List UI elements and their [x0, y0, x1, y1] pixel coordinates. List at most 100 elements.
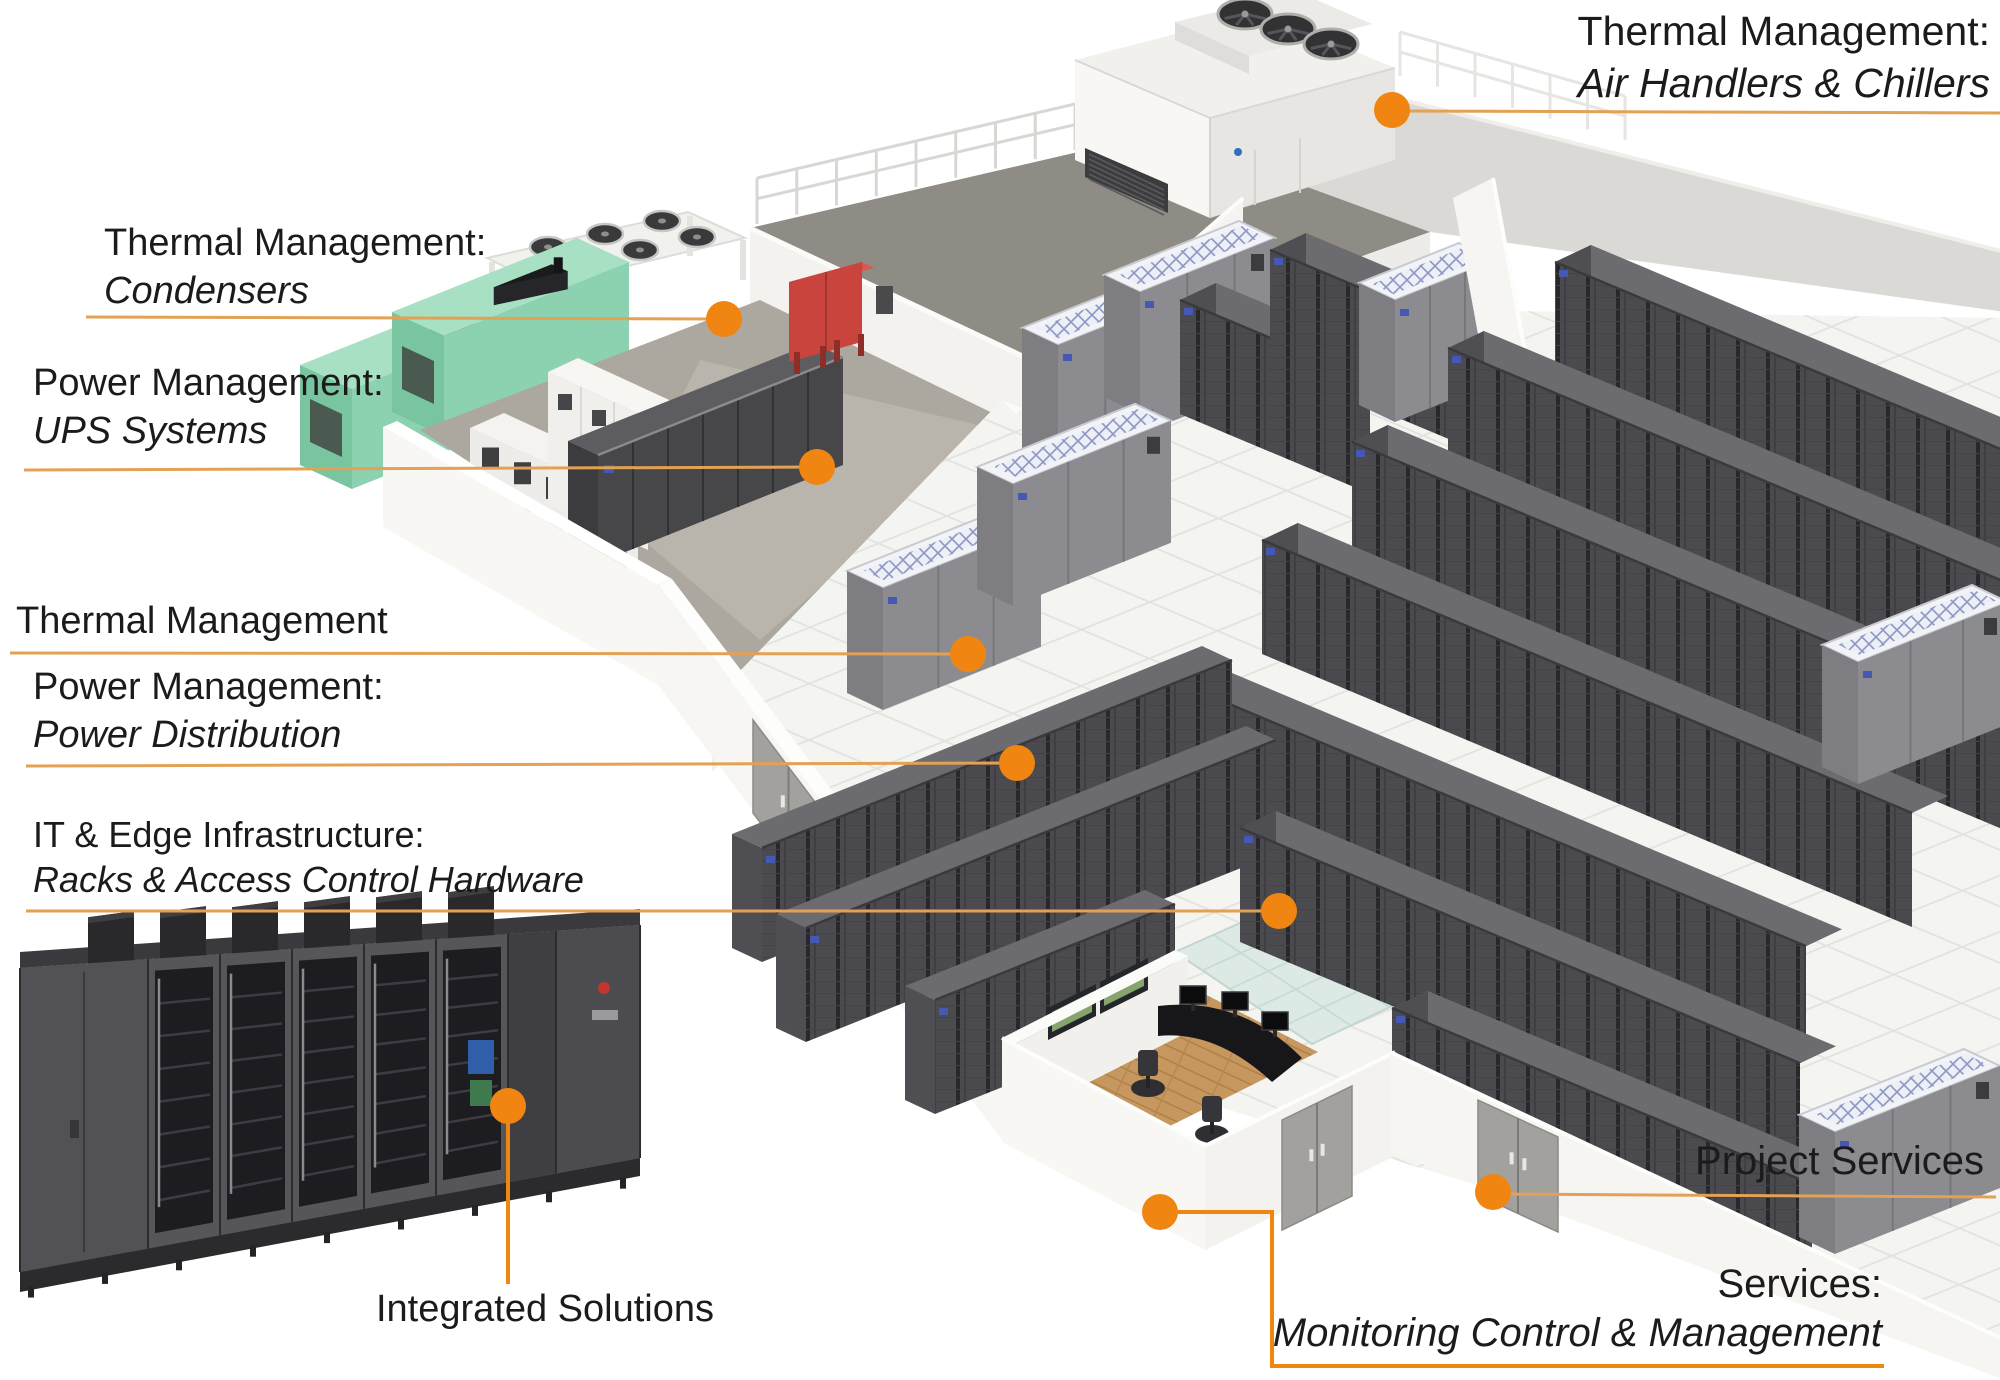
- leveling-foot: [176, 1259, 182, 1271]
- condenser-fan: [585, 222, 625, 246]
- rack-top-edge: [805, 738, 1277, 930]
- generator-grille: [310, 399, 342, 457]
- rack-logo-chip: [1452, 356, 1461, 363]
- equipment-slat: [157, 1125, 211, 1136]
- equipment-slat: [157, 1157, 211, 1169]
- rooftop-fan: [1216, 0, 1274, 31]
- generator-muffler: [493, 271, 568, 306]
- leveling-foot: [250, 1245, 256, 1257]
- rack-logo-chip: [1396, 1016, 1405, 1023]
- equipment-slat: [229, 1146, 283, 1158]
- crac-end: [1022, 328, 1058, 467]
- wall-top-edge: [1204, 1050, 1396, 1148]
- rack-row-top: [732, 646, 1232, 848]
- callout-line-services: [1160, 1210, 1884, 1368]
- equipment-slat: [373, 1123, 427, 1136]
- hotspot-air-handlers[interactable]: [1374, 92, 1410, 128]
- equipment-slat: [301, 1164, 355, 1178]
- crac-vent: [1976, 1082, 1989, 1099]
- ups-top-edge: [597, 355, 844, 457]
- roof-front-edge: [748, 225, 1050, 371]
- equipment-slat: [301, 1105, 355, 1116]
- rack-row-top: [1196, 673, 1842, 947]
- hotspot-it-edge[interactable]: [1261, 893, 1297, 929]
- rack-row-top: [1240, 811, 1836, 1064]
- leveling-foot: [102, 1272, 108, 1284]
- hotspot-project-services[interactable]: [1475, 1174, 1511, 1210]
- crac-front: [1013, 420, 1171, 606]
- condenser-fan: [642, 209, 682, 233]
- crac-end: [1104, 275, 1140, 414]
- callout-label-air-handlers: Thermal Management: Air Handlers & Chill…: [1578, 6, 1990, 109]
- rack-logo-chip: [810, 936, 819, 943]
- hotspot-services[interactable]: [1142, 1194, 1178, 1230]
- callout-subtitle: Power Distribution: [33, 713, 342, 756]
- hotspot-integrated[interactable]: [490, 1088, 526, 1124]
- lineup-plinth: [20, 1158, 640, 1292]
- callout-subtitle: Racks & Access Control Hardware: [33, 859, 584, 901]
- rooftop-fan: [1302, 27, 1360, 61]
- glass-mullion: [1213, 934, 1352, 1027]
- equipment-slat: [229, 991, 283, 999]
- louver-slat: [1088, 153, 1165, 191]
- control-room: [1001, 950, 1396, 1250]
- integrated-rack-lineup: [19, 886, 641, 1298]
- ups-front: [598, 357, 843, 563]
- callout-title: Services:: [1717, 1262, 1883, 1306]
- chimney-top: [304, 896, 350, 909]
- equipment-slat: [301, 1015, 355, 1024]
- panel-door: [482, 447, 499, 470]
- rack-top-edge: [1239, 826, 1801, 1065]
- crac-logo-chip: [1063, 354, 1072, 361]
- rack-row-top: [905, 890, 1175, 1000]
- crac-vent: [1251, 254, 1264, 271]
- equipment-slat: [229, 1177, 283, 1190]
- equipment-slat: [157, 1061, 211, 1071]
- rack-row-front: [1262, 540, 1912, 927]
- railing-rail: [756, 102, 1076, 180]
- rack-row-top: [1555, 245, 2000, 449]
- lineup-narrow-bay: [508, 930, 556, 1183]
- hotspot-condensers[interactable]: [706, 301, 742, 337]
- equipment-slat: [445, 1028, 499, 1038]
- edge-line: [1209, 67, 1396, 119]
- ahu-front: [1075, 60, 1210, 218]
- rack-row-front: [806, 740, 1276, 1042]
- equipment-slat: [301, 1045, 355, 1055]
- hotspot-thermal[interactable]: [950, 636, 986, 672]
- hotspot-ups[interactable]: [799, 449, 835, 485]
- louver-slat: [1088, 168, 1165, 206]
- server-rack-row: [1447, 331, 2000, 694]
- rack-rows: [732, 245, 2000, 1114]
- rack-logo-chip: [1184, 308, 1193, 315]
- rack-top-edge: [1261, 538, 1913, 815]
- rack-row-top: [1392, 991, 1848, 1185]
- equipment-slat: [445, 973, 499, 981]
- exhaust-pipe: [553, 257, 563, 274]
- equipment-slat: [301, 1075, 355, 1085]
- crac-front: [1835, 1066, 2000, 1254]
- equipment-slat: [373, 1008, 427, 1017]
- door-handle: [70, 1120, 79, 1138]
- callout-title: Thermal Management: [16, 600, 388, 642]
- rooftop-fan: [1259, 12, 1317, 46]
- equipment-slat: [373, 1065, 427, 1076]
- condenser-fan: [677, 225, 717, 249]
- rack-top-edge: [1391, 1006, 1813, 1186]
- rack-row-front: [1196, 690, 1806, 1061]
- crac-coil-top: [1816, 1054, 1988, 1125]
- rack-row-top: [776, 726, 1276, 928]
- equipment-slat: [301, 985, 355, 993]
- epo-button: [598, 982, 610, 994]
- crac-logo-chip: [1400, 309, 1409, 316]
- crac-end: [977, 467, 1013, 606]
- equipment-slat: [157, 1093, 211, 1104]
- callout-line-air-handlers: [1391, 109, 2000, 115]
- louver-slat: [1088, 173, 1165, 211]
- hotspot-power-distribution[interactable]: [999, 745, 1035, 781]
- equipment-module: [470, 1080, 492, 1106]
- cabinet-leg: [794, 352, 800, 374]
- crac-end: [1359, 283, 1395, 422]
- door-handle: [780, 795, 785, 808]
